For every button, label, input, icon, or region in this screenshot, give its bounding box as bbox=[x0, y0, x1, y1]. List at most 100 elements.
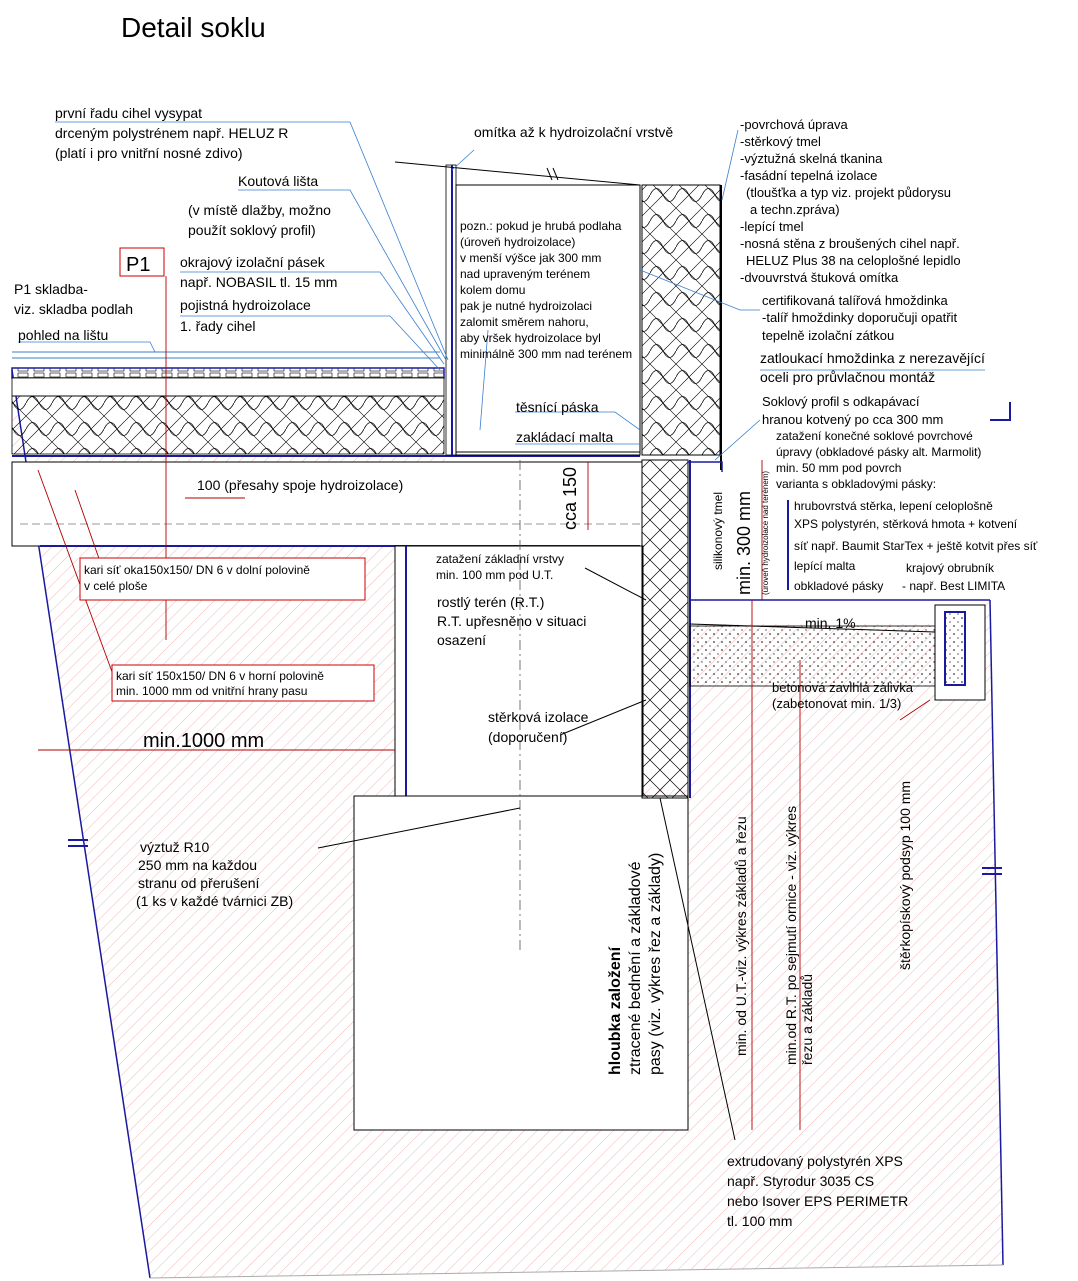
plinth-profile bbox=[688, 461, 723, 472]
variant-3: síť např. Baumit StarTex + ještě kotvit … bbox=[794, 539, 1038, 553]
paving-bed bbox=[689, 625, 936, 687]
fill-label-3: (platí i pro vnitřní nosné zdivo) bbox=[55, 145, 243, 161]
xps-label-1: extrudovaný polystyrén XPS bbox=[727, 1153, 903, 1169]
note-7: zalomit směrem nahoru, bbox=[460, 315, 589, 329]
bond-label-2: 1. řady cihel bbox=[180, 318, 255, 334]
leader-wall bbox=[721, 129, 739, 201]
load-label-3: min. 50 mm pod povrch bbox=[776, 461, 901, 475]
soil-label-3: osazení bbox=[437, 632, 486, 648]
min1000-label: min.1000 mm bbox=[143, 730, 264, 752]
corner-label-1: Koutová lišta bbox=[238, 173, 318, 189]
silicone-label: silikonový tmel bbox=[711, 492, 725, 570]
ut-dim-label: min. od U.T.-viz. výkres základů a řezu bbox=[733, 816, 749, 1056]
leader-rebar bbox=[317, 807, 521, 849]
concrete-label-1: betonová zavlhlá zálivka bbox=[772, 680, 914, 695]
rebar-label-2: 250 mm na každou bbox=[138, 857, 257, 873]
plaster-label: omítka až k hydroizolační vrstvě bbox=[474, 124, 673, 140]
variant-1: hrubovrstvá stěrka, lepení celoplošně bbox=[794, 499, 993, 513]
min300-sub-label: (úroveň hydroizolace nad terénem) bbox=[761, 471, 770, 595]
leader-xps bbox=[659, 797, 736, 1141]
cca150-label: cca 150 bbox=[560, 467, 580, 530]
leader-plaster bbox=[451, 149, 475, 171]
foundation-footing bbox=[353, 795, 689, 1131]
soil-label-1: rostlý terén (R.T.) bbox=[437, 594, 544, 610]
slope-label: min. 1% bbox=[805, 615, 856, 631]
soil-boundary-right bbox=[989, 599, 1004, 1266]
note-5: kolem domu bbox=[460, 283, 525, 297]
mesh-upper-frame bbox=[111, 664, 375, 702]
leader-strip bbox=[18, 341, 156, 353]
break-mark-left bbox=[68, 839, 88, 847]
wall-layer-3: -výztužná skelná tkanina bbox=[740, 151, 883, 166]
note-8: aby vršek hydroizolace byl bbox=[460, 331, 601, 345]
concrete-label-2: (zabetonovat min. 1/3) bbox=[772, 696, 901, 711]
wall-layer-4: -fasádní tepelná izolace bbox=[740, 168, 877, 183]
leader-bond bbox=[180, 315, 441, 371]
seal-label: těsnící páska bbox=[516, 399, 599, 415]
leader-note bbox=[479, 329, 489, 431]
corner-label-2: (v místě dlažby, možno bbox=[188, 202, 331, 218]
p1-tag: P1 bbox=[126, 254, 150, 276]
curb-label-2: - např. Best LIMITA bbox=[902, 579, 1005, 593]
page-title: Detail soklu bbox=[121, 12, 266, 43]
note-2: (úroveň hydroizolace) bbox=[460, 235, 575, 249]
leader-sock bbox=[714, 419, 761, 461]
curb-label-1: krajový obrubník bbox=[906, 561, 995, 575]
load-label-2: úpravy (obkladové pásky alt. Marmolit) bbox=[776, 445, 981, 459]
rt-dim-label-1: min.od R.T. po sejmutí ornice - viz. výk… bbox=[783, 806, 799, 1065]
floor-screed bbox=[11, 377, 445, 397]
floor-tiles bbox=[11, 367, 445, 379]
wall-layer-2: -stěrkový tmel bbox=[740, 134, 821, 149]
bond-label-1: pojistná hydroizolace bbox=[180, 297, 311, 313]
xps-label-3: nebo Isover EPS PERIMETR bbox=[727, 1193, 908, 1209]
leader-corner bbox=[238, 189, 447, 361]
floor-insulation bbox=[11, 395, 445, 455]
leader-fill bbox=[55, 121, 449, 361]
wall-layer-1: -povrchová úprava bbox=[740, 117, 848, 132]
anchor-label-2: -talíř hmoždinky doporučuji opatřit bbox=[762, 310, 957, 325]
note-3: v menší výšce jak 300 mm bbox=[460, 251, 601, 265]
mortar-label: zakládací malta bbox=[516, 429, 613, 445]
note-4: nad upraveným terénem bbox=[460, 267, 590, 281]
wall-layer-6: a techn.zpráva) bbox=[750, 202, 840, 217]
mesh-pointer-1 bbox=[37, 469, 116, 681]
mesh-lower-label-1: kari síť oka150x150/ DN 6 v dolní polovi… bbox=[84, 563, 310, 577]
base-label-2: min. 100 mm pod U.T. bbox=[436, 568, 553, 582]
overlap-label: 100 (přesahy spoje hydroizolace) bbox=[197, 477, 403, 493]
soil-bottom bbox=[149, 1264, 1004, 1279]
variant-5: obkladové pásky bbox=[794, 579, 883, 593]
break-mark-right bbox=[982, 867, 1002, 875]
edge-label-1: okrajový izolační pásek bbox=[180, 254, 326, 270]
note-9: minimálně 300 mm nad terénem bbox=[460, 347, 632, 361]
wall-layer-10: -dvouvrstvá štuková omítka bbox=[740, 270, 899, 285]
curb-pocket bbox=[944, 611, 966, 686]
rebar-label-3: stranu od přerušení bbox=[138, 875, 260, 891]
mesh-upper-label-2: min. 1000 mm od vnitřní hrany pasu bbox=[116, 684, 307, 698]
anchor-label-3: tepelně izolační zátkou bbox=[762, 328, 894, 343]
depth-label-2: ztracené bednění a základové bbox=[627, 861, 644, 1075]
sock-label-1: Soklový profil s odkapávací bbox=[762, 394, 920, 409]
plinth-xps bbox=[641, 459, 689, 799]
paving-top bbox=[689, 623, 936, 633]
gravel-iso-label-2: (doporučení) bbox=[488, 729, 567, 745]
foundation-strip bbox=[394, 545, 644, 797]
mesh-lower-label-2: v celé ploše bbox=[84, 579, 148, 593]
wall-top bbox=[394, 161, 641, 186]
wall-layer-7: -lepící tmel bbox=[740, 219, 804, 234]
leader-edge bbox=[180, 271, 445, 365]
leader-base bbox=[584, 567, 647, 601]
note-1: pozn.: pokud je hrubá podlaha bbox=[460, 219, 622, 233]
p1-tag-frame bbox=[119, 247, 165, 277]
corner-label-3: použít soklový profil) bbox=[188, 222, 316, 238]
p1-label-1: P1 skladba- bbox=[14, 281, 88, 297]
depth-label-1: hloubka založení bbox=[607, 946, 624, 1075]
leader-anchor bbox=[639, 269, 760, 311]
mesh-lower-frame bbox=[79, 557, 366, 601]
mesh-upper-label-1: kari síť 150x150/ DN 6 v horní polovině bbox=[116, 669, 324, 683]
wall-layer-9: HELUZ Plus 38 na celoplošné lepidlo bbox=[746, 253, 961, 268]
strip-label: pohled na lištu bbox=[18, 327, 108, 343]
rt-dim-label-2: řezu a základů bbox=[799, 974, 815, 1065]
wall-layer-8: -nosná stěna z broušených cihel např. bbox=[740, 236, 960, 251]
note-6: pak je nutné hydroizolaci bbox=[460, 299, 592, 313]
base-label-1: zatažení základní vrstvy bbox=[436, 552, 564, 566]
